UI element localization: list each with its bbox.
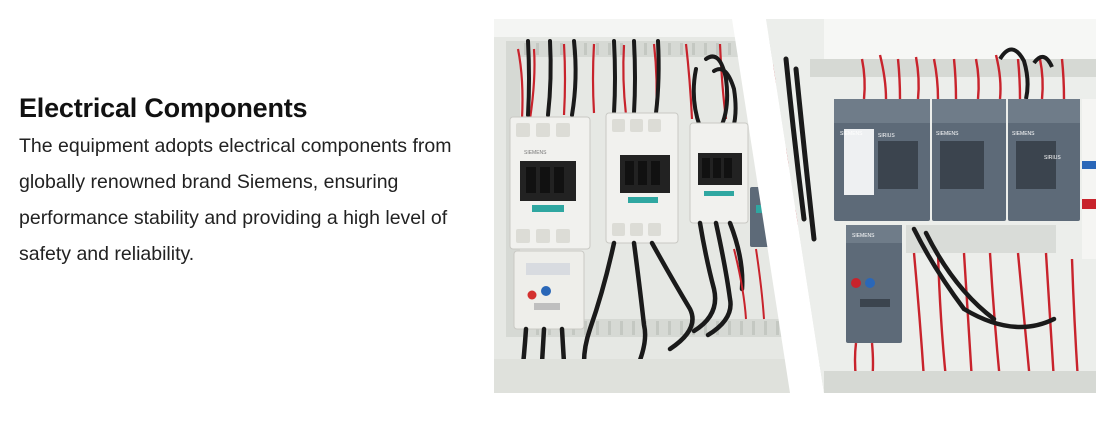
svg-text:SIRIUS: SIRIUS: [1044, 155, 1061, 161]
contactor-panel-illustration: SIEMENS: [494, 19, 1096, 393]
svg-text:SIEMENS: SIEMENS: [840, 131, 863, 137]
svg-text:SIEMENS: SIEMENS: [524, 150, 547, 156]
section-description: The equipment adopts electrical componen…: [19, 135, 452, 265]
overload-relay-1: [513, 250, 585, 330]
photo-divider: [732, 19, 824, 393]
siemens-contactor-row: SIEMENS SIRIUS SIEMENS SIEMENS SIRIUS: [834, 99, 1096, 259]
svg-text:SIEMENS: SIEMENS: [936, 131, 959, 137]
svg-text:SIRIUS: SIRIUS: [878, 133, 895, 139]
electrical-panel-photo: SIEMENS: [494, 19, 1096, 393]
siemens-overload-relay: SIEMENS: [846, 225, 1056, 343]
contactor-2: [605, 112, 679, 244]
right-panel-photo: SIEMENS SIRIUS SIEMENS SIEMENS SIRIUS: [766, 19, 1096, 393]
svg-text:SIEMENS: SIEMENS: [852, 233, 875, 239]
contactor-3: [689, 122, 749, 224]
section-heading: Electrical Components: [19, 93, 308, 123]
contactor-1: SIEMENS: [509, 116, 591, 250]
svg-text:SIEMENS: SIEMENS: [1012, 131, 1035, 137]
feature-text-block: Electrical Components The equipment adop…: [19, 88, 487, 272]
